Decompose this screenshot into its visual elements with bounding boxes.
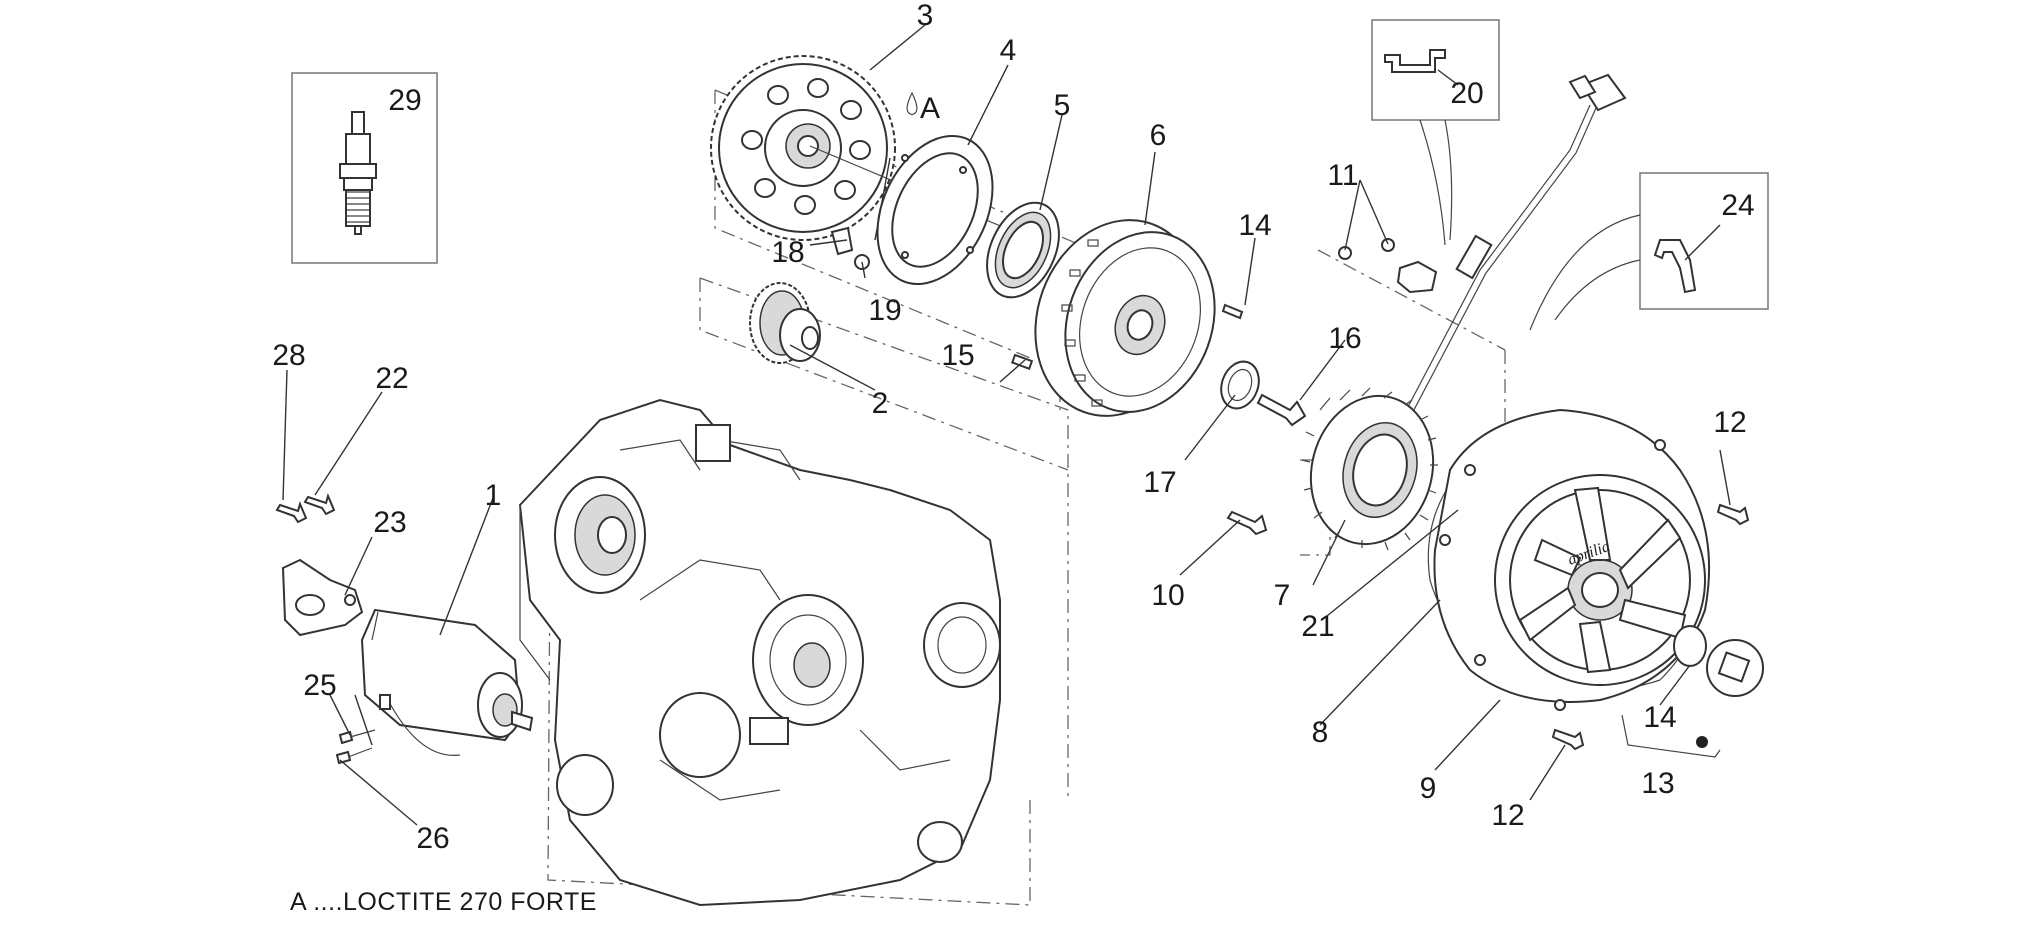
spark-plug-box — [291, 72, 438, 264]
callout-5: 5 — [1054, 89, 1071, 122]
callout-3: 3 — [917, 0, 934, 32]
starter-driven-gear — [710, 55, 1011, 241]
callout-20: 19 — [868, 294, 901, 327]
callout-labels: 3 4 5 6 14 15 16 17 10 11 20 24 12 7 21 … — [272, 0, 1754, 855]
callout-7: 7 — [1274, 579, 1291, 612]
callout-16: 15 — [941, 339, 974, 372]
callout-23: 22 — [375, 362, 408, 395]
loctite-drop-icon — [906, 91, 918, 116]
stator-wiring-harness — [1379, 73, 1627, 464]
callout-25: 24 — [1721, 189, 1754, 222]
freewheel-housing — [876, 134, 994, 286]
leader-lines — [282, 24, 1731, 826]
callout-21: 20 — [1450, 77, 1483, 110]
callout-12-top: 12 — [1713, 406, 1746, 439]
bracket-25-box — [1529, 172, 1769, 331]
bracket-21-box — [1371, 19, 1500, 246]
crankcase — [518, 398, 1001, 907]
callout-12-bottom: 12 — [1491, 799, 1524, 832]
callout-11: 11 — [1327, 159, 1358, 192]
callout-1: 1 — [485, 479, 502, 512]
callout-19: 18 — [771, 236, 804, 269]
callout-4: 4 — [1000, 34, 1017, 67]
starter-bracket — [275, 493, 364, 637]
callout-A-loctite: A — [920, 92, 940, 125]
callout-22: 21 — [1301, 610, 1334, 643]
callout-13: 13 — [1641, 767, 1674, 800]
callout-24: 23 — [373, 506, 406, 539]
callout-26: 25 — [303, 669, 336, 702]
callout-9: 9 — [1420, 772, 1437, 805]
callout-6: 6 — [1150, 119, 1167, 152]
callout-14: 14 — [1643, 701, 1676, 734]
callout-2: 2 — [872, 387, 889, 420]
cover-plug-assembly — [1621, 625, 1764, 758]
callout-29: 29 — [388, 84, 421, 117]
callout-15: 14 — [1238, 209, 1271, 242]
loctite-note: A ....LOCTITE 270 FORTE — [290, 888, 597, 916]
roller-bearing — [986, 201, 1060, 299]
callout-10: 10 — [1151, 579, 1184, 612]
callout-28: 28 — [272, 339, 305, 372]
callout-8: 8 — [1312, 716, 1329, 749]
starter-motor — [360, 608, 534, 756]
callout-18: 17 — [1143, 466, 1176, 499]
callout-17: 16 — [1328, 322, 1361, 355]
starter-idler-gear — [749, 282, 821, 364]
stator-coil — [1301, 387, 1438, 551]
callout-27: 26 — [416, 822, 449, 855]
generator-cover — [1433, 408, 1711, 711]
flywheel-rotor — [1034, 219, 1216, 417]
